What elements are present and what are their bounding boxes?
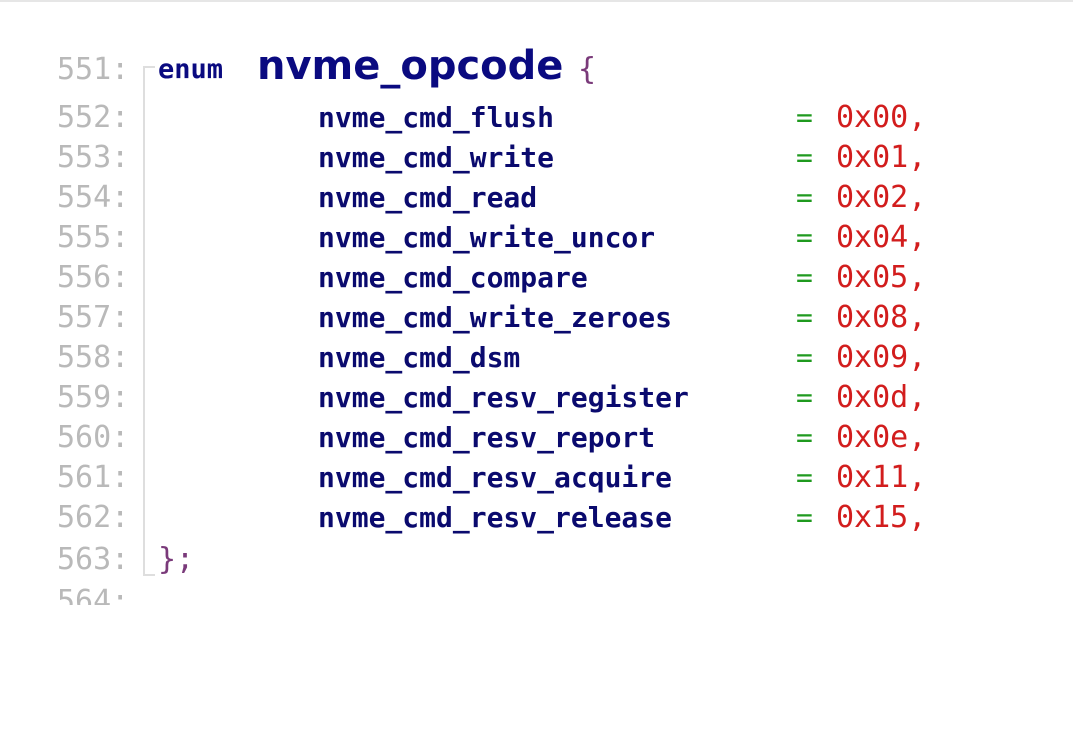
enum-identifier: nvme_cmd_write [318, 141, 555, 174]
code-line: 553: nvme_cmd_write = 0x01, [0, 138, 926, 178]
code-line: 555: nvme_cmd_write_uncor = 0x04, [0, 218, 926, 258]
code-line-footer: 563: }; [0, 540, 194, 580]
enum-identifier: nvme_cmd_flush [318, 101, 555, 134]
enum-identifier: nvme_cmd_resv_acquire [318, 461, 673, 494]
line-number: 563: [57, 542, 130, 577]
code-line: 558: nvme_cmd_dsm = 0x09, [0, 338, 926, 378]
line-number: 557: [57, 300, 130, 335]
assign-operator: = [796, 501, 813, 534]
hex-value: 0x05, [836, 260, 927, 295]
line-number: 560: [57, 420, 130, 455]
code-line: 557: nvme_cmd_write_zeroes = 0x08, [0, 298, 926, 338]
top-border [0, 0, 1073, 2]
code-line-header: 551: enum nvme_opcode { [0, 46, 596, 90]
enum-identifier: nvme_cmd_read [318, 181, 538, 214]
line-number: 552: [57, 100, 130, 135]
enum-identifier: nvme_cmd_resv_release [318, 501, 673, 534]
line-number: 553: [57, 140, 130, 175]
fold-guide-bottom [143, 574, 155, 576]
assign-operator: = [796, 141, 813, 174]
enum-identifier: nvme_cmd_resv_report [318, 421, 656, 454]
close-brace: }; [158, 542, 195, 577]
hex-value: 0x15, [836, 500, 927, 535]
assign-operator: = [796, 421, 813, 454]
enum-identifier: nvme_cmd_write_uncor [318, 221, 656, 254]
line-number: 551: [57, 52, 130, 87]
assign-operator: = [796, 261, 813, 294]
line-number: 559: [57, 380, 130, 415]
fold-guide-top [143, 66, 155, 68]
hex-value: 0x09, [836, 340, 927, 375]
assign-operator: = [796, 181, 813, 214]
code-line: 552: nvme_cmd_flush = 0x00, [0, 98, 926, 138]
enum-keyword: enum [158, 54, 224, 85]
enum-identifier: nvme_cmd_write_zeroes [318, 301, 673, 334]
line-number: 556: [57, 260, 130, 295]
hex-value: 0x0d, [836, 380, 927, 415]
assign-operator: = [796, 301, 813, 334]
hex-value: 0x11, [836, 460, 927, 495]
line-number: 562: [57, 500, 130, 535]
line-number: 561: [57, 460, 130, 495]
fold-guide [143, 68, 145, 576]
assign-operator: = [796, 101, 813, 134]
open-brace: { [578, 52, 597, 87]
code-line: 562: nvme_cmd_resv_release = 0x15, [0, 498, 926, 538]
hex-value: 0x04, [836, 220, 927, 255]
line-number: 558: [57, 340, 130, 375]
partial-line-number: 564: [57, 584, 130, 605]
hex-value: 0x00, [836, 100, 927, 135]
code-line: 560: nvme_cmd_resv_report = 0x0e, [0, 418, 926, 458]
assign-operator: = [796, 221, 813, 254]
enum-name: nvme_opcode [257, 43, 564, 89]
code-view[interactable]: 551: enum nvme_opcode { 552: nvme_cmd_fl… [0, 0, 1073, 605]
hex-value: 0x01, [836, 140, 927, 175]
hex-value: 0x0e, [836, 420, 927, 455]
enum-identifier: nvme_cmd_compare [318, 261, 588, 294]
code-line: 554: nvme_cmd_read = 0x02, [0, 178, 926, 218]
code-line: 556: nvme_cmd_compare = 0x05, [0, 258, 926, 298]
assign-operator: = [796, 381, 813, 414]
enum-identifier: nvme_cmd_dsm [318, 341, 521, 374]
hex-value: 0x02, [836, 180, 927, 215]
hex-value: 0x08, [836, 300, 927, 335]
line-number: 554: [57, 180, 130, 215]
code-line: 559: nvme_cmd_resv_register = 0x0d, [0, 378, 926, 418]
line-number: 555: [57, 220, 130, 255]
code-line: 561: nvme_cmd_resv_acquire = 0x11, [0, 458, 926, 498]
assign-operator: = [796, 461, 813, 494]
assign-operator: = [796, 341, 813, 374]
enum-identifier: nvme_cmd_resv_register [318, 381, 689, 414]
